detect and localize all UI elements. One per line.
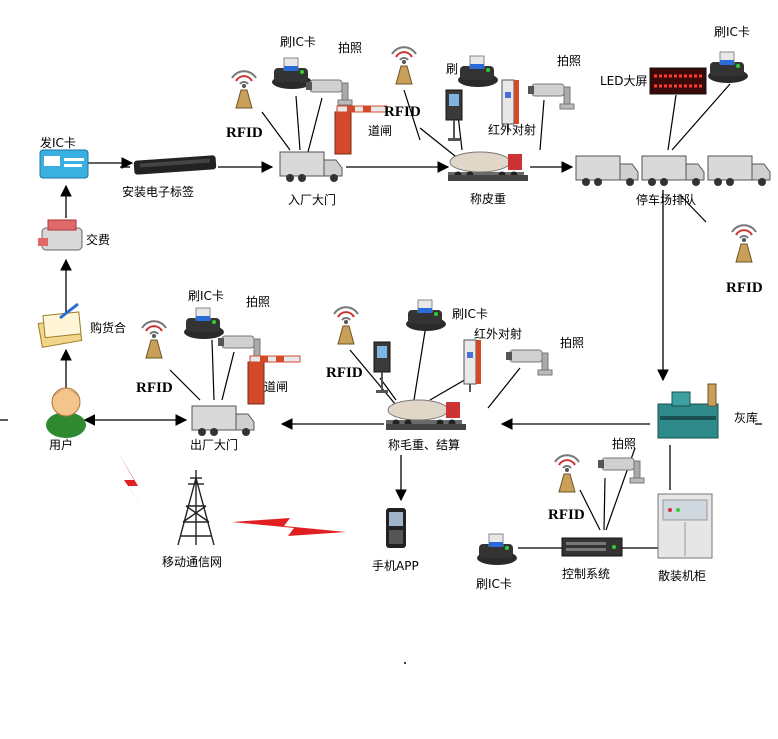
rfid-entrance-icon bbox=[231, 70, 257, 109]
wiring-lines bbox=[169, 83, 731, 549]
rfid-exit-icon bbox=[141, 320, 167, 359]
signal-bolt-right-icon bbox=[232, 518, 346, 536]
label-barrier-exit: 道闸 bbox=[264, 380, 288, 394]
label-swipe-ic-entrance: 刷IC卡 bbox=[280, 35, 316, 49]
cash-counter-icon bbox=[38, 219, 83, 251]
label-photo-entrance: 拍照 bbox=[338, 40, 362, 55]
label-rfid-control: RFID bbox=[548, 507, 585, 523]
label-mobile-app: 手机APP bbox=[372, 559, 419, 573]
tanker-tare-icon bbox=[447, 151, 525, 179]
card-reader-parking-icon bbox=[707, 51, 749, 84]
label-photo-tare: 拍照 bbox=[557, 53, 581, 68]
label-rfid-parking: RFID bbox=[726, 280, 763, 296]
label-install-tag: 安装电子标签 bbox=[122, 184, 194, 199]
card-reader-control-icon bbox=[476, 533, 518, 566]
label-rfid-gross: RFID bbox=[326, 365, 363, 381]
card-reader-gross-icon bbox=[405, 299, 447, 332]
label-rfid-tare: RFID bbox=[384, 104, 421, 120]
scale-gross bbox=[386, 424, 466, 430]
label-swipe-ic-control: 刷IC卡 bbox=[476, 577, 512, 591]
led-screen-icon bbox=[649, 67, 707, 95]
truck-exit-icon bbox=[191, 405, 255, 437]
label-pay: 交费 bbox=[86, 232, 110, 247]
label-bulk-cabinet: 散装机柜 bbox=[658, 568, 706, 583]
camera-tare-icon bbox=[527, 83, 575, 110]
label-parking-queue: 停车场排队 bbox=[636, 192, 696, 207]
label-user: 用户 bbox=[49, 437, 73, 452]
label-swipe-ic-gross: 刷IC卡 bbox=[452, 307, 488, 321]
label-rfid-exit: RFID bbox=[136, 380, 173, 396]
card-reader-tare-icon bbox=[457, 55, 499, 88]
tanker-gross-icon bbox=[385, 399, 463, 427]
label-swipe-ic-exit: 刷IC卡 bbox=[188, 289, 224, 303]
rfid-tare-icon bbox=[391, 46, 417, 85]
truck-queue-2-icon bbox=[641, 155, 705, 187]
label-rfid-entrance: RFID bbox=[226, 125, 263, 141]
stray-dot bbox=[404, 662, 406, 664]
truck-queue-3-icon bbox=[707, 155, 771, 187]
rfid-tag-icon bbox=[133, 155, 217, 175]
display-gross-icon bbox=[373, 341, 391, 394]
label-swipe-tare: 刷 bbox=[446, 62, 458, 76]
infrared-gross-icon bbox=[463, 339, 482, 393]
label-tare-weigh: 称皮重 bbox=[470, 192, 506, 206]
ic-card-icon bbox=[39, 149, 89, 179]
label-mobile-network: 移动通信网 bbox=[162, 555, 222, 569]
label-control-system: 控制系统 bbox=[562, 567, 610, 581]
user-icon bbox=[46, 387, 86, 438]
rfid-control-icon bbox=[554, 454, 580, 493]
control-server-icon bbox=[561, 537, 623, 557]
signal-bolt-left-icon bbox=[118, 452, 146, 512]
phone-icon bbox=[386, 508, 406, 548]
card-reader-exit-icon bbox=[183, 307, 225, 340]
label-photo-gross: 拍照 bbox=[560, 335, 584, 350]
tower-icon bbox=[177, 470, 215, 546]
label-gross-weigh: 称毛重、结算 bbox=[388, 437, 460, 452]
label-swipe-ic-parking: 刷IC卡 bbox=[714, 25, 750, 39]
label-entrance-gate: 入厂大门 bbox=[288, 192, 336, 207]
rfid-gross-icon bbox=[333, 306, 359, 345]
label-issue-card: 发IC卡 bbox=[40, 135, 76, 150]
bulk-cabinet-icon bbox=[657, 493, 713, 559]
label-photo-exit: 拍照 bbox=[246, 294, 270, 309]
label-infrared-gross: 红外对射 bbox=[474, 326, 522, 341]
label-ash-storage: 灰库 bbox=[734, 410, 758, 425]
contract-icon bbox=[37, 302, 83, 348]
scale-tare bbox=[448, 175, 528, 181]
label-infrared-tare: 红外对射 bbox=[488, 122, 536, 137]
camera-entrance-icon bbox=[305, 79, 353, 106]
ash-silo-icon bbox=[657, 383, 719, 439]
truck-queue-1-icon bbox=[575, 155, 639, 187]
label-photo-control: 拍照 bbox=[612, 436, 636, 451]
truck-entrance-icon bbox=[279, 151, 343, 183]
label-exit-gate: 出厂大门 bbox=[190, 437, 238, 452]
label-buy-ticket: 购货合 bbox=[90, 320, 126, 335]
label-led-screen: LED大屏 bbox=[600, 74, 648, 88]
camera-gross-icon bbox=[505, 349, 553, 376]
rfid-parking-icon bbox=[731, 224, 757, 263]
label-barrier-entrance: 道闸 bbox=[368, 124, 392, 138]
